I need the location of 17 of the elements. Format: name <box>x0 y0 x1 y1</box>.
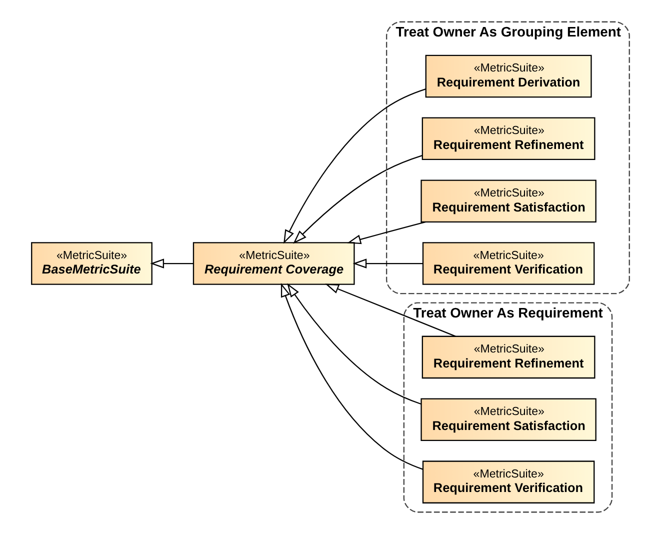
node-box: «MetricSuite» BaseMetricSuite <box>30 242 152 285</box>
arrow <box>352 258 422 268</box>
node-box: «MetricSuite» Requirement Verification <box>422 460 594 504</box>
node-box: «MetricSuite» Requirement Refinement <box>421 117 595 160</box>
arrow <box>324 284 456 337</box>
arrow <box>283 88 426 244</box>
node-box: «MetricSuite» Requirement Satisfaction <box>420 398 596 441</box>
node-box: «MetricSuite» Requirement Derivation <box>424 54 592 98</box>
node-box: «MetricSuite» Requirement Satisfaction <box>420 180 596 222</box>
node-box: «MetricSuite» Requirement Coverage <box>192 242 354 285</box>
arrow <box>280 282 423 470</box>
arrow <box>292 155 422 244</box>
arrow <box>150 258 193 268</box>
arrow <box>346 221 426 244</box>
node-box: «MetricSuite» Requirement Verification <box>422 242 594 285</box>
node-box: «MetricSuite» Requirement Refinement <box>421 336 595 379</box>
arrow <box>286 283 421 405</box>
